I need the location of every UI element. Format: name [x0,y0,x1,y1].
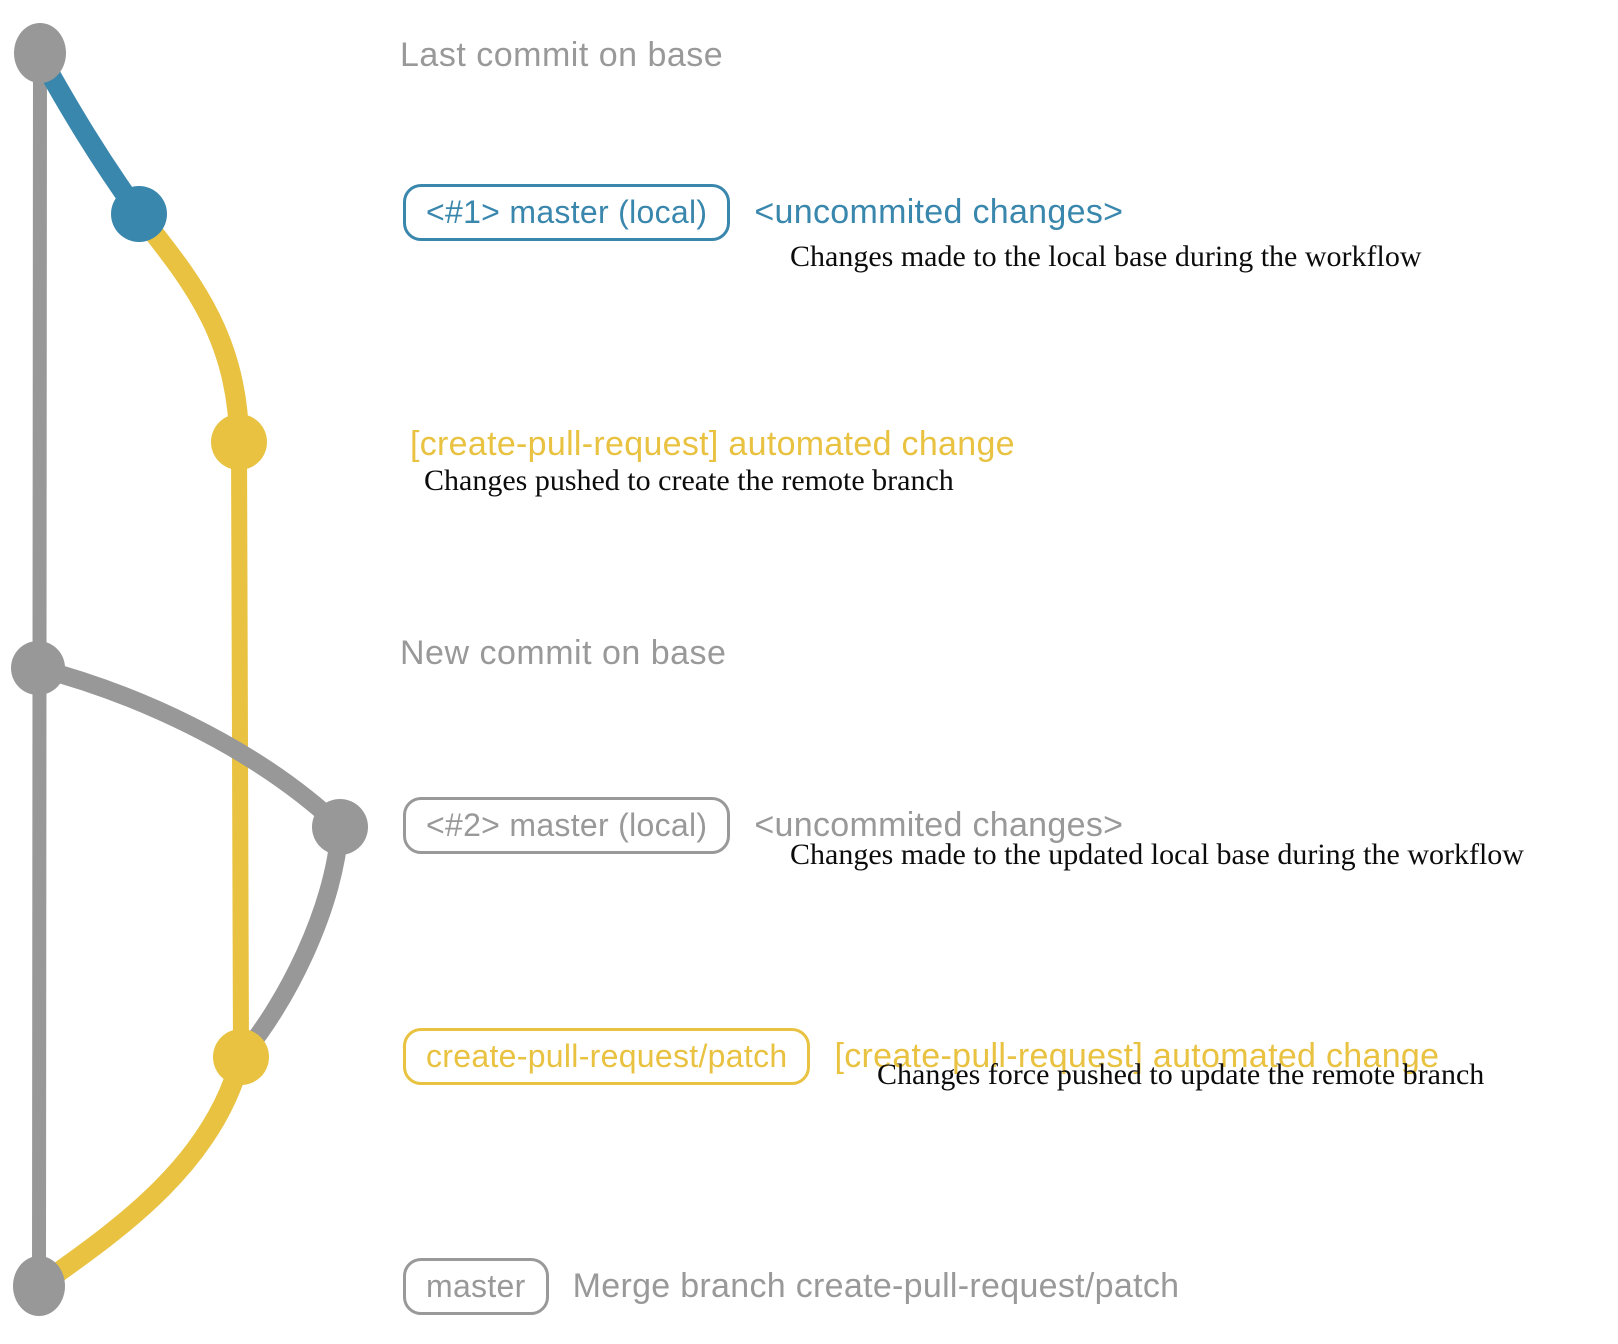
desc-changes-force-pushed: Changes force pushed to update the remot… [877,1058,1485,1091]
commit-dot-local-2 [312,799,368,855]
commit-dot-cpr-2 [213,1029,269,1085]
commit-dot-new-base [11,641,65,695]
commit-dot-local-1 [111,186,167,242]
commit-message-merge: Merge branch create-pull-request/patch [572,1267,1180,1305]
note-uncommited-changes-1: <uncommited changes> [754,193,1124,231]
commit-message-automated-change-1: [create-pull-request] automated change [410,425,1015,463]
row-create-pull-request-patch: create-pull-request/patch [create-pull-r… [403,1028,1439,1085]
rebase-branch-line-lower [232,818,349,1066]
branch-badge-cpr-patch: create-pull-request/patch [403,1028,811,1085]
branch-badge-master: master [403,1258,549,1315]
commit-graph [11,23,368,1316]
patch-merge-line [29,1047,251,1296]
branch-badge-master-local-2: <#2> master (local) [403,797,731,854]
row-local-master-2: <#2> master (local) <uncommited changes> [403,797,1123,854]
branch-badge-master-local-1: <#1> master (local) [403,184,731,241]
patch-branch-line-upper [129,204,249,452]
commit-dot-cpr-1 [211,414,267,470]
rebase-branch-line-upper [29,659,349,836]
row-merge: master Merge branch create-pull-request/… [403,1258,1179,1315]
desc-local-changes-2: Changes made to the updated local base d… [790,838,1524,871]
desc-local-changes-1: Changes made to the local base during th… [790,240,1422,273]
commit-dot-merge [13,1256,65,1316]
label-last-commit-on-base: Last commit on base [400,36,724,74]
note-uncommited-changes-2: <uncommited changes> [754,806,1124,844]
commit-dot-last-base [14,23,66,83]
desc-changes-pushed: Changes pushed to create the remote bran… [424,464,954,497]
commit-message-automated-change-2: [create-pull-request] automated change [834,1037,1440,1075]
row-local-master-1: <#1> master (local) <uncommited changes> [403,184,1123,241]
label-new-commit-on-base: New commit on base [400,634,727,672]
